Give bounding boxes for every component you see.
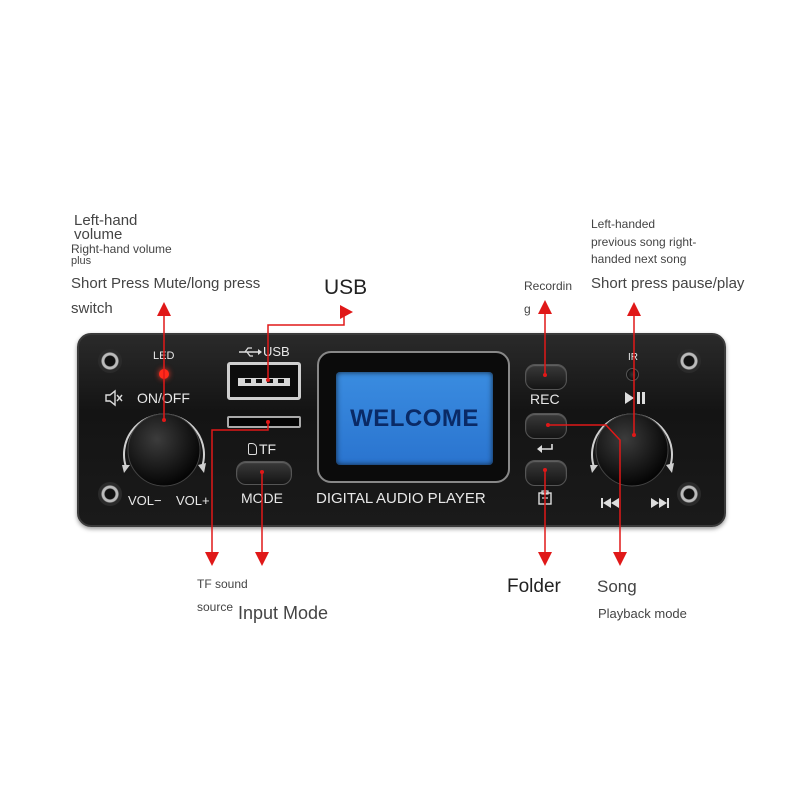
tf-card-slot[interactable] [227, 416, 301, 428]
volume-annotation-line3: Right-hand volume [71, 242, 172, 256]
usb-annotation: USB [324, 276, 368, 299]
play-pause-icon [624, 391, 646, 405]
track-knob[interactable] [584, 405, 684, 495]
onoff-annotation-line1: Short Press Mute/long press [71, 275, 261, 292]
volume-annotation-line4: plus [71, 255, 92, 267]
rec-label: REC [530, 391, 560, 407]
tf-annotation-line1: TF sound [197, 577, 248, 591]
ir-sensor [626, 368, 639, 381]
previous-track-icon [600, 496, 620, 508]
song-mode-annotation: Song [597, 577, 637, 596]
folder-annotation: Folder [507, 576, 561, 597]
folder-icon [537, 490, 553, 506]
song-annotation-line4: Short press pause/play [591, 275, 745, 292]
ir-label: IR [628, 352, 638, 363]
usb-port[interactable] [227, 362, 301, 400]
song-annotation-line3: handed next song [591, 252, 687, 266]
next-track-icon [650, 496, 670, 508]
vol-plus-label: VOL+ [176, 493, 210, 508]
playback-mode-annotation: Playback mode [598, 606, 687, 621]
led-indicator [159, 369, 169, 379]
display-text: WELCOME [350, 405, 479, 432]
song-annotation-line2: previous song right- [591, 235, 697, 249]
led-label: LED [153, 350, 175, 362]
lcd-display: WELCOME [336, 372, 493, 465]
speaker-mute-icon [104, 389, 124, 407]
repeat-icon [536, 442, 556, 456]
volume-knob[interactable] [112, 405, 212, 495]
song-annotation-line1: Left-handed [591, 217, 656, 231]
recording-annotation-line1: Recordin [524, 279, 573, 293]
tf-annotation-line2: source [197, 600, 234, 614]
product-name: DIGITAL AUDIO PLAYER [316, 490, 486, 507]
usb-label: USB [263, 344, 290, 359]
rec-button[interactable] [525, 364, 567, 390]
usb-icon [238, 345, 262, 357]
folder-button[interactable] [525, 460, 567, 486]
recording-annotation-line2: g [524, 302, 531, 316]
onoff-annotation-line2: switch [71, 300, 113, 317]
volume-annotation-line1: Left-hand [74, 212, 138, 229]
input-mode-annotation: Input Mode [238, 603, 329, 623]
onoff-label: ON/OFF [137, 390, 190, 406]
volume-annotation-line2: volume [74, 226, 123, 243]
mounting-screw-top-left [98, 349, 122, 373]
mounting-screw-top-right [677, 349, 701, 373]
vol-minus-label: VOL− [128, 493, 162, 508]
tf-label: TF [259, 441, 277, 457]
mounting-screw-bottom-left [98, 482, 122, 506]
mounting-screw-bottom-right [677, 482, 701, 506]
repeat-button[interactable] [525, 413, 567, 439]
tf-card-icon [248, 443, 257, 455]
mode-label: MODE [241, 490, 283, 506]
mode-button[interactable] [236, 461, 292, 485]
